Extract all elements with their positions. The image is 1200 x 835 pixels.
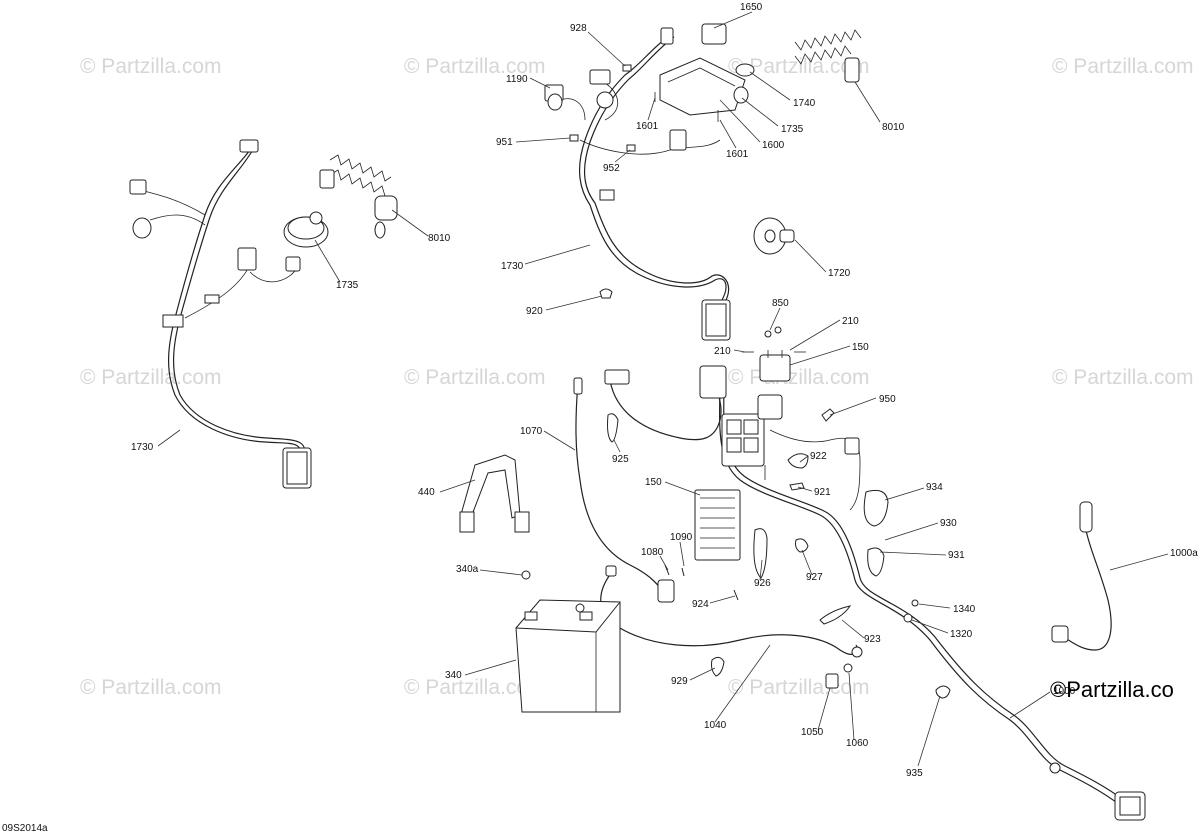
watermark: © Partzilla.com <box>80 676 222 699</box>
watermark: © Partzilla.com <box>80 366 222 389</box>
callout-340a: 340a <box>456 564 479 575</box>
watermark: © Partzilla.com <box>728 55 870 78</box>
callout-950: 950 <box>879 394 896 405</box>
callout-935: 935 <box>906 768 923 779</box>
watermark: © Partzilla.com <box>80 55 222 78</box>
callout-920: 920 <box>526 306 543 317</box>
leader-lines <box>157 11 1169 767</box>
callout-923: 923 <box>864 634 881 645</box>
callout-440: 440 <box>418 487 435 498</box>
callout-927: 927 <box>806 572 823 583</box>
callout-921: 921 <box>814 487 831 498</box>
callout-1340: 1340 <box>953 604 976 615</box>
callout-340: 340 <box>445 670 462 681</box>
callout-928: 928 <box>570 23 587 34</box>
watermark: © Partzilla.com <box>728 676 870 699</box>
watermark: © Partzilla.com <box>1052 55 1194 78</box>
callout-930: 930 <box>940 518 957 529</box>
callout-1600: 1600 <box>762 140 785 151</box>
callout-1000a: 1000a <box>1170 548 1198 559</box>
right-cable-assembly <box>1049 501 1146 821</box>
callout-951: 951 <box>496 137 513 148</box>
drawing-code: 09S2014a <box>2 823 48 834</box>
callout-1650: 1650 <box>740 2 763 13</box>
callout-1060: 1060 <box>846 738 869 749</box>
top-harness-assembly <box>544 23 862 341</box>
callout-1070: 1070 <box>520 426 543 437</box>
callout-8010: 8010 <box>428 233 451 244</box>
callout-1730: 1730 <box>501 261 524 272</box>
callout-150: 150 <box>852 342 869 353</box>
callout-850: 850 <box>772 298 789 309</box>
callout-1000: 1000 <box>1053 686 1076 697</box>
callout-925: 925 <box>612 454 629 465</box>
callout-1730: 1730 <box>131 442 154 453</box>
watermark: © Partzilla.com <box>404 366 546 389</box>
callout-1601: 1601 <box>636 121 659 132</box>
callout-1320: 1320 <box>950 629 973 640</box>
callout-926: 926 <box>754 578 771 589</box>
callout-929: 929 <box>671 676 688 687</box>
watermark: © Partzilla.com <box>404 55 546 78</box>
callout-150: 150 <box>645 477 662 488</box>
callout-1735: 1735 <box>781 124 804 135</box>
callout-1190: 1190 <box>506 74 528 85</box>
callout-1090: 1090 <box>670 532 693 543</box>
callout-1080: 1080 <box>641 547 664 558</box>
callout-8010: 8010 <box>882 122 905 133</box>
callout-labels: 928 1650 1190 1740 8010 1601 1735 1600 9… <box>131 2 1198 779</box>
callout-934: 934 <box>926 482 943 493</box>
callout-210: 210 <box>714 346 731 357</box>
left-harness-assembly <box>129 139 398 489</box>
watermark: © Partzilla.com <box>728 366 870 389</box>
partzilla-corner-watermark: ©Partzilla.co <box>1050 677 1174 702</box>
callout-924: 924 <box>692 599 709 610</box>
callout-1050: 1050 <box>801 727 824 738</box>
watermark: © Partzilla.com <box>1052 366 1194 389</box>
callout-1601: 1601 <box>726 149 749 160</box>
callout-922: 922 <box>810 451 827 462</box>
callout-931: 931 <box>948 550 965 561</box>
callout-952: 952 <box>603 163 620 174</box>
watermark: © Partzilla.com <box>404 676 546 699</box>
battery-assembly <box>459 377 919 713</box>
callout-1040: 1040 <box>704 720 727 731</box>
callout-210: 210 <box>842 316 859 327</box>
callout-1740: 1740 <box>793 98 816 109</box>
callout-1720: 1720 <box>828 268 851 279</box>
main-harness-assembly <box>604 326 1126 806</box>
callout-1735: 1735 <box>336 280 359 291</box>
